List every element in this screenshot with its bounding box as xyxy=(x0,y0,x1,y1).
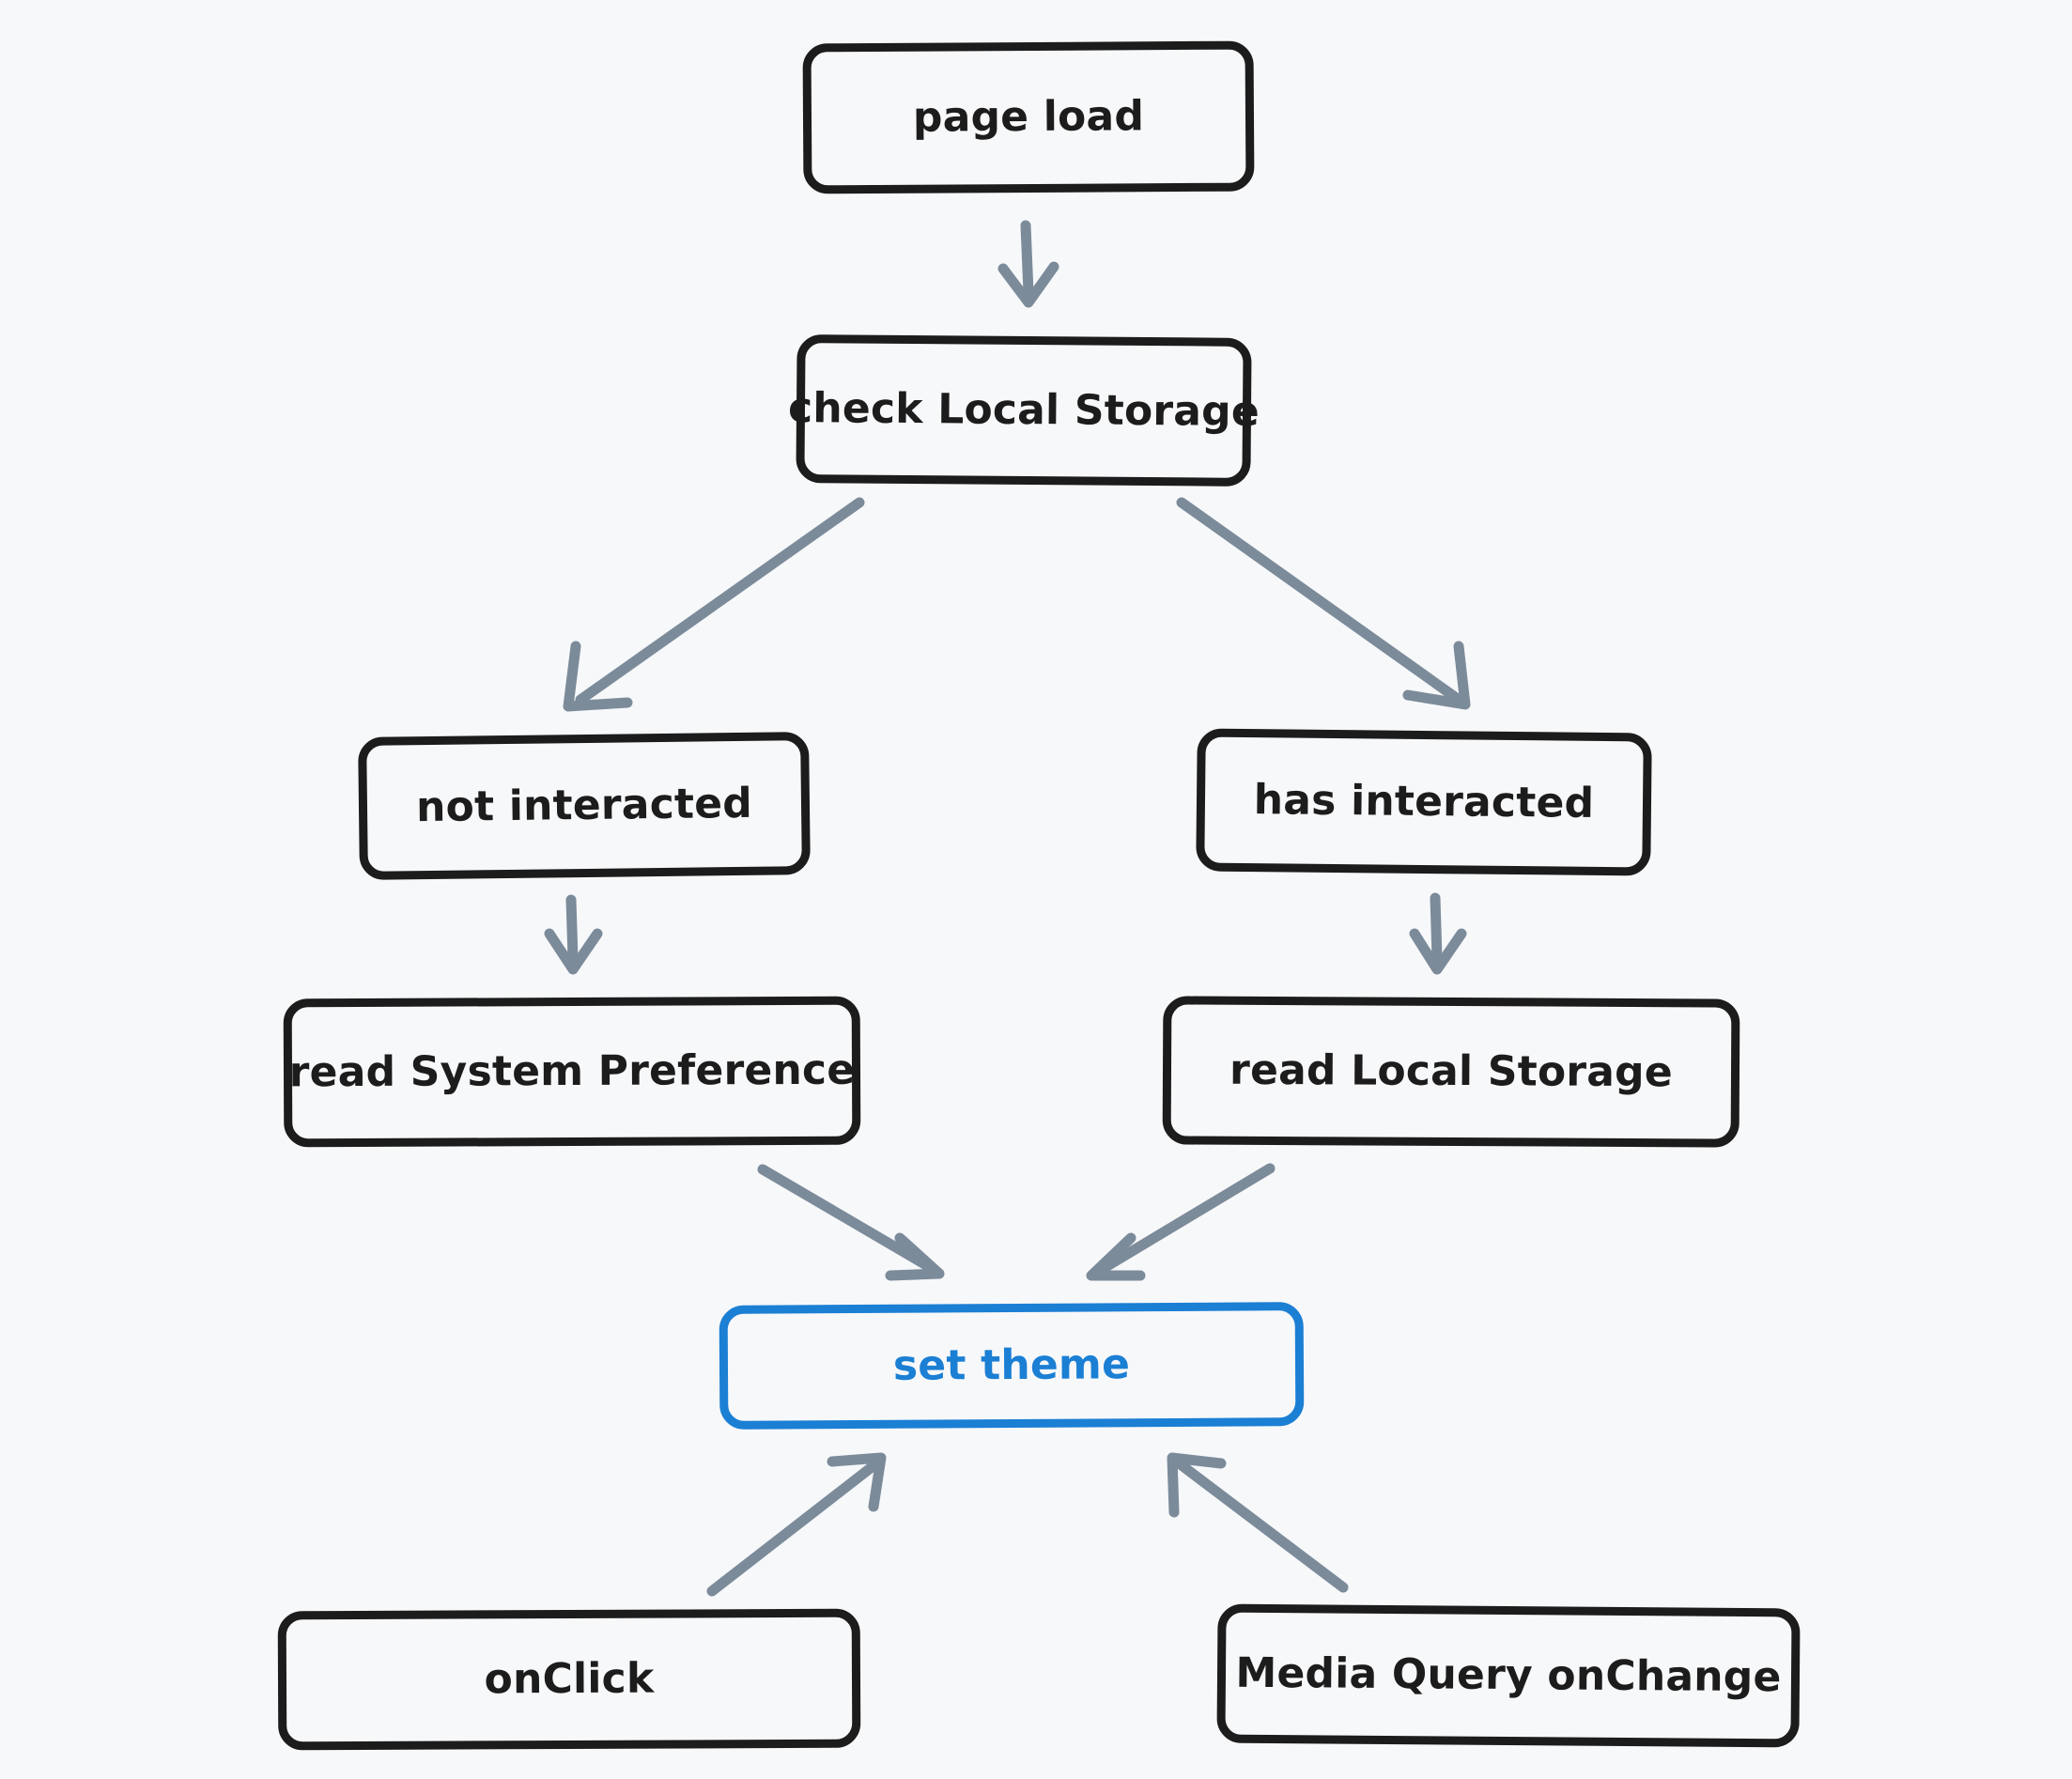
edge-read-local-storage-to-set-theme xyxy=(1086,1163,1276,1281)
edge-has-interacted-to-read-local-storage xyxy=(1409,892,1467,975)
edge-check-local-storage-to-not-interacted xyxy=(563,497,865,712)
edge-media-query-onchange-to-set-theme xyxy=(1167,1452,1349,1593)
node-label: check Local Storage xyxy=(787,383,1260,436)
node-label: read Local Storage xyxy=(1229,1045,1674,1097)
node-read-local-storage[interactable]: read Local Storage xyxy=(1162,996,1740,1148)
edge-on-click-to-set-theme xyxy=(706,1452,887,1597)
node-set-theme[interactable]: set theme xyxy=(719,1302,1305,1430)
node-label: page load xyxy=(912,92,1145,142)
edge-page-load-to-check-local-storage xyxy=(997,220,1059,308)
node-label: set theme xyxy=(892,1340,1131,1390)
node-has-interacted[interactable]: has interacted xyxy=(1196,728,1652,876)
node-read-system-preference[interactable]: read System Preference xyxy=(283,996,861,1148)
edge-read-system-preference-to-set-theme xyxy=(757,1164,945,1281)
node-label: not interacted xyxy=(415,779,753,831)
edge-not-interacted-to-read-system-preference xyxy=(544,894,603,975)
node-label: has interacted xyxy=(1253,775,1595,828)
node-label: onClick xyxy=(484,1654,655,1704)
node-page-load[interactable]: page load xyxy=(802,40,1255,194)
node-label: Media Query onChange xyxy=(1235,1648,1782,1702)
node-check-local-storage[interactable]: check Local Storage xyxy=(788,334,1260,487)
node-label: read System Preference xyxy=(288,1045,856,1097)
edge-check-local-storage-to-has-interacted xyxy=(1176,497,1471,710)
node-not-interacted[interactable]: not interacted xyxy=(358,732,811,880)
node-on-click[interactable]: onClick xyxy=(277,1608,861,1751)
node-media-query-onchange[interactable]: Media Query onChange xyxy=(1216,1603,1801,1748)
